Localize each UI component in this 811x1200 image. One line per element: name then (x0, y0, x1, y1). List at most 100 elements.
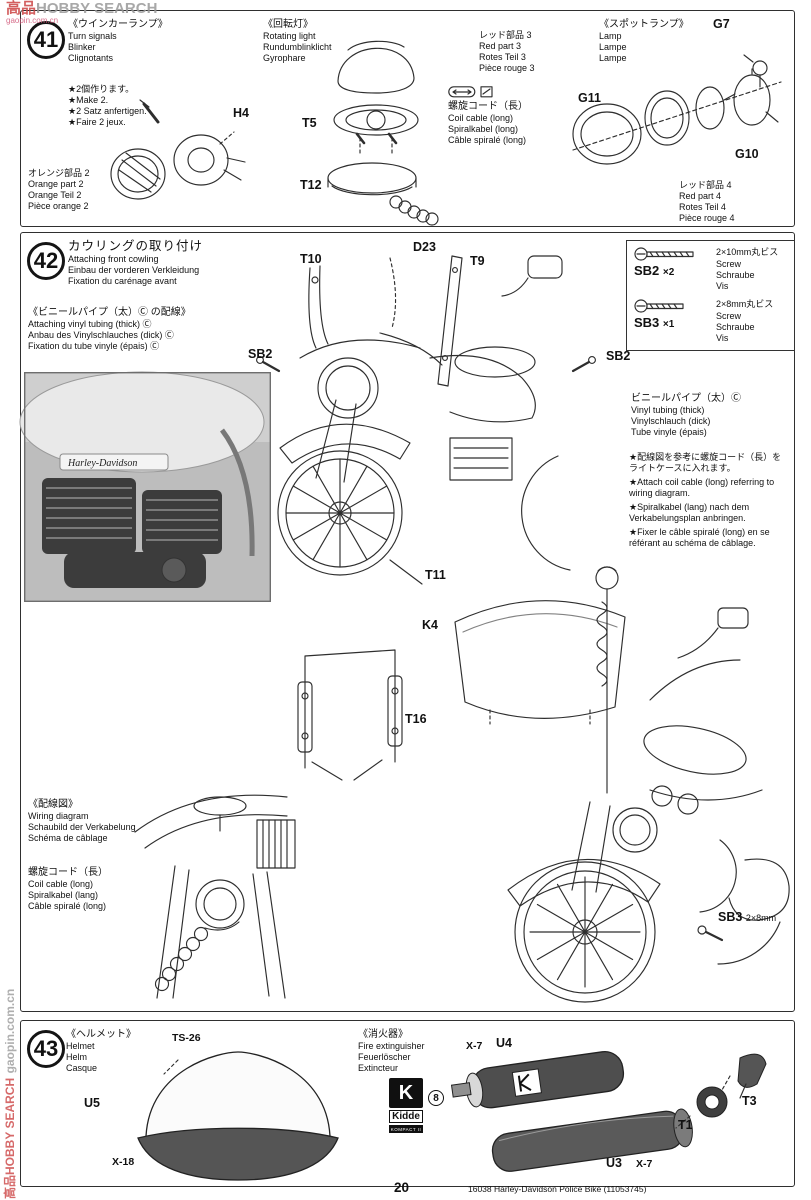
screw-info-box: SB2 ×2 2×10mm丸ビス Screw Schraube Vis SB3 … (626, 240, 795, 351)
screw-icon (634, 247, 694, 261)
text-line: 《スポットランプ》 (599, 19, 689, 30)
part-label-sb2-right: SB2 (606, 349, 631, 363)
screw-row-sb2: SB2 ×2 2×10mm丸ビス Screw Schraube Vis (634, 247, 779, 291)
screw-size: 2×10mm丸ビス (716, 247, 779, 257)
watermark-url: gaopin.com.cn (6, 16, 59, 25)
text-line: ★2個作ります。 (68, 84, 135, 94)
photo-tank-logo: Harley-Davidson (67, 458, 137, 469)
text-line: Attaching front cowling (68, 254, 159, 264)
text-line: ★Fixer le câble spiralé (long) en se (629, 527, 770, 537)
engine-reference-photo: Harley-Davidson (19, 371, 272, 603)
section-step-41 (20, 10, 795, 227)
text-line: Red part 3 (479, 41, 522, 51)
text-line: Pièce rouge 4 (679, 213, 735, 223)
vinyl-tube-label: ビニールパイプ（太）Ⓒ Vinyl tubing (thick) Vinylsc… (631, 392, 741, 438)
text-line: Turn signals (68, 31, 117, 41)
screw-icon (634, 299, 684, 313)
text-line: 《ビニールパイプ（太）Ⓒ の配線》 (28, 307, 191, 318)
text-line: Spiralkabel (lang) (28, 890, 99, 900)
text-line: Rotes Teil 3 (479, 52, 526, 62)
text-line: カウリングの取り付け (68, 239, 204, 253)
part-label-h4: H4 (233, 106, 249, 120)
text-line: Schéma de câblage (28, 833, 108, 843)
part-label-t12: T12 (300, 178, 322, 192)
cut-length-icon (448, 86, 493, 98)
part-label-u4: U4 (496, 1036, 512, 1050)
part-label-k4: K4 (422, 618, 438, 632)
part-label-x18: X-18 (112, 1156, 135, 1168)
part-label-t11: T11 (425, 568, 446, 582)
screw-size: 2×8mm丸ビス (716, 299, 774, 309)
step-42-number: 42 (27, 242, 65, 280)
part-label-d23: D23 (413, 240, 436, 254)
vinyl-tubing-instruction: 《ビニールパイプ（太）Ⓒ の配線》 Attaching vinyl tubing… (28, 306, 191, 352)
text-line: Schaubild der Verkabelung (28, 822, 136, 832)
part-label-g7: G7 (713, 17, 730, 31)
text-line: Fixation du carénage avant (68, 276, 177, 286)
coil-cable-long-label: 螺旋コード（長） Coil cable (long) Spiralkabel (… (28, 866, 108, 912)
text-line: Helmet (66, 1041, 95, 1051)
step-42-title: カウリングの取り付け Attaching front cowling Einba… (68, 238, 203, 287)
turn-signal-heading: 《ウインカーランプ》 Turn signals Blinker Clignota… (68, 18, 168, 64)
text-line: オレンジ部品 2 (28, 168, 90, 178)
text-line: Extincteur (358, 1063, 399, 1073)
part-label-g10: G10 (735, 147, 759, 161)
helmet-illustration (137, 1051, 339, 1181)
make-two-note: ★2個作ります。 ★Make 2. ★2 Satz anfertigen. ★F… (68, 84, 147, 128)
text-line: Orange part 2 (28, 179, 84, 189)
front-cowling-illustration (256, 255, 596, 585)
section-step-42 (20, 232, 795, 1012)
text-line: ★2 Satz anfertigen. (68, 106, 147, 116)
text-line: Vinyl tubing (thick) (631, 405, 705, 415)
text-line: Câble spiralé (long) (28, 901, 107, 911)
wiring-diagram-heading: 《配線図》 Wiring diagram Schaubild der Verka… (28, 798, 136, 844)
watermark-top: 高品HOBBY SEARCH gaopin.com.cn (6, 0, 158, 25)
part-label-u3: U3 (606, 1156, 622, 1170)
text-line: Casque (66, 1063, 98, 1073)
text-line: ★Faire 2 jeux. (68, 117, 126, 127)
text-line: Fixation du tube vinyle (épais) Ⓒ (28, 341, 160, 351)
text-line: Vinylschlauch (dick) (631, 416, 711, 426)
spot-lamp-illustration (572, 54, 782, 165)
part-label-t9: T9 (470, 254, 485, 268)
part-label-sb3: SB3 2×8mm (718, 910, 777, 924)
kidde-name: Kidde (389, 1110, 423, 1123)
text-line: 《回転灯》 (263, 19, 313, 30)
text-line: 《配線図》 (28, 799, 78, 810)
text-line: référant au schéma de câblage. (629, 538, 756, 548)
fire-extinguisher-heading: 《消火器》 Fire extinguisher Feuerlöscher Ext… (358, 1028, 425, 1074)
callout-8: 8 (428, 1090, 444, 1106)
text-line: Coil cable (long) (448, 113, 514, 123)
red-part4-label: レッド部品 4 Red part 4 Rotes Teil 4 Pièce ro… (679, 180, 735, 224)
text-line: Screw (716, 259, 742, 269)
part-label-t16: T16 (405, 712, 427, 726)
part-label-ts26: TS-26 (172, 1032, 201, 1044)
text-line: レッド部品 4 (679, 180, 732, 190)
windshield-assembly-illustration (297, 566, 790, 1003)
text-line: Red part 4 (679, 191, 722, 201)
text-line: Rotes Teil 4 (679, 202, 726, 212)
text-line: Rotating light (263, 31, 316, 41)
text-line: Lamp (599, 31, 622, 41)
text-line: Rundumblinklicht (263, 42, 332, 52)
text-line: レッド部品 3 (479, 30, 532, 40)
kidde-k-mark: K (389, 1078, 423, 1108)
part-label-sb2-left: SB2 (248, 347, 273, 361)
text-line: Pièce orange 2 (28, 201, 89, 211)
step-43-number: 43 (27, 1030, 65, 1068)
red-part3-label: レッド部品 3 Red part 3 Rotes Teil 3 Pièce ro… (479, 30, 535, 74)
part-label-t5: T5 (302, 116, 317, 130)
text-line: ★Attach coil cable (long) referring to (629, 477, 775, 487)
coil-cable-note: ★配線図を参考に螺旋コード（長）を ライトケースに入れます。 ★Attach c… (629, 452, 781, 549)
wiring-diagram-illustration (134, 794, 296, 999)
text-line: 《ヘルメット》 (66, 1029, 136, 1040)
kidde-badge: KOMPACT II (389, 1125, 423, 1133)
text-line: Clignotants (68, 53, 114, 63)
step-41-number: 41 (27, 21, 65, 59)
coil-cable-label: 螺旋コード（長） Coil cable (long) Spiralkabel (… (448, 100, 528, 146)
helmet-heading: 《ヘルメット》 Helmet Helm Casque (66, 1028, 136, 1074)
text-line: 螺旋コード（長） (448, 101, 528, 112)
text-line: 《消火器》 (358, 1029, 408, 1040)
text-line: Lampe (599, 53, 627, 63)
orange-part-label: オレンジ部品 2 Orange part 2 Orange Teil 2 Piè… (28, 168, 90, 212)
